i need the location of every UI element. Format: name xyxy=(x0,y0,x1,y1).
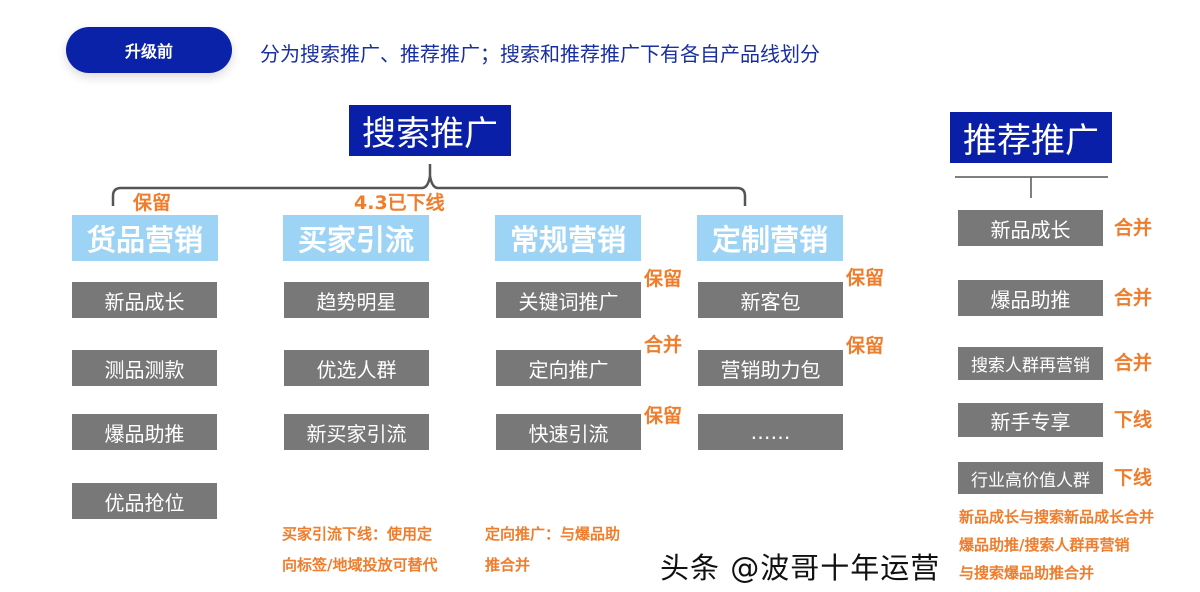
note-recommend: 新品成长与搜索新品成长合并 爆品助推/搜索人群再营销 与搜索爆品助推合并 xyxy=(959,503,1154,587)
note-line: 爆品助推/搜索人群再营销 xyxy=(959,536,1130,554)
status-tag: 保留 xyxy=(644,268,683,290)
product-item: 搜索人群再营销 xyxy=(958,347,1103,380)
subtitle: 分为搜索推广、推荐推广；搜索和推荐推广下有各自产品线划分 xyxy=(260,42,820,66)
status-tag: 4.3已下线 xyxy=(354,192,445,214)
status-tag: 下线 xyxy=(1114,467,1153,489)
category-buyer-traffic: 买家引流 xyxy=(283,215,429,261)
recommend-promotion-title: 推荐推广 xyxy=(950,112,1112,163)
product-item: 爆品助推 xyxy=(958,280,1103,316)
category-goods-marketing: 货品营销 xyxy=(72,215,218,261)
product-item: 新品成长 xyxy=(72,282,217,318)
product-item: 优品抢位 xyxy=(72,483,217,519)
product-item: 优选人群 xyxy=(284,350,429,386)
product-item: 新买家引流 xyxy=(284,414,429,450)
product-item: 新手专享 xyxy=(958,403,1103,437)
stage-badge: 升级前 xyxy=(66,27,232,73)
product-item: 新品成长 xyxy=(958,210,1103,246)
category-custom-marketing: 定制营销 xyxy=(697,215,843,261)
product-item: 关键词推广 xyxy=(496,282,641,318)
product-item: 营销助力包 xyxy=(698,350,843,386)
note-line: 新品成长与搜索新品成长合并 xyxy=(959,508,1155,526)
status-tag: 合并 xyxy=(1114,287,1153,309)
note-line: 与搜索爆品助推合并 xyxy=(959,564,1095,582)
status-tag: 合并 xyxy=(644,334,683,356)
product-item: 行业高价值人群 xyxy=(958,462,1103,494)
note-line: 推合并 xyxy=(485,556,531,574)
product-item: …… xyxy=(698,414,843,450)
note-line: 向标签/地域投放可替代 xyxy=(282,556,438,574)
status-tag: 下线 xyxy=(1114,409,1153,431)
watermark: 头条 @波哥十年运营 xyxy=(660,551,941,585)
status-tag: 保留 xyxy=(133,192,172,214)
note-buyer-traffic: 买家引流下线：使用定 向标签/地域投放可替代 xyxy=(282,519,437,581)
status-tag: 保留 xyxy=(846,335,885,357)
product-item: 趋势明星 xyxy=(284,282,429,318)
status-tag: 保留 xyxy=(644,405,683,427)
status-tag: 保留 xyxy=(846,267,885,289)
product-item: 定向推广 xyxy=(496,350,641,386)
note-line: 定向推广：与爆品助 xyxy=(485,525,621,543)
search-promotion-title: 搜索推广 xyxy=(349,105,511,156)
product-item: 测品测款 xyxy=(72,350,217,386)
note-targeted-promotion: 定向推广：与爆品助 推合并 xyxy=(485,519,620,581)
product-item: 爆品助推 xyxy=(72,414,217,450)
note-line: 买家引流下线：使用定 xyxy=(282,525,433,543)
category-regular-marketing: 常规营销 xyxy=(495,215,641,261)
status-tag: 合并 xyxy=(1114,352,1153,374)
product-item: 快速引流 xyxy=(496,414,641,450)
status-tag: 合并 xyxy=(1114,217,1153,239)
product-item: 新客包 xyxy=(698,282,843,318)
